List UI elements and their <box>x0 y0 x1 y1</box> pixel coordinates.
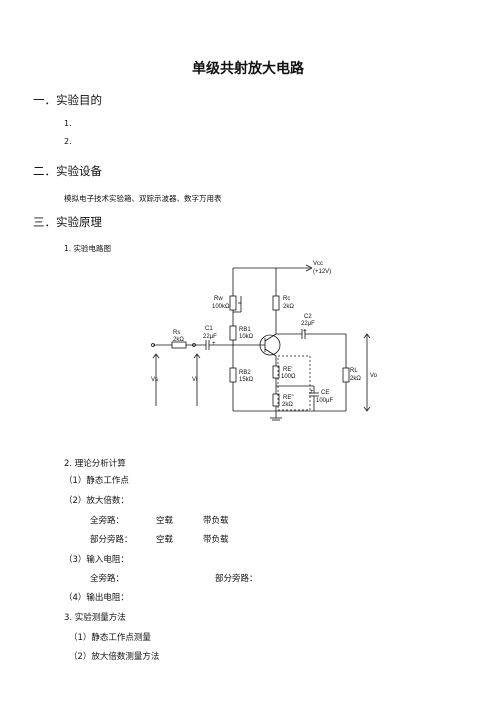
analysis-q3: （3）输入电阻： <box>64 555 129 565</box>
ce-value: 100μF <box>316 398 333 404</box>
measurement-m2: （2）放大倍数测量方法 <box>69 652 160 662</box>
rc-value: 2kΩ <box>283 304 294 310</box>
c2-value: 22μF <box>301 321 315 327</box>
with-load-label: 带负载 <box>203 516 229 526</box>
vs-label: Vs <box>151 377 158 383</box>
measurement-heading: 3. 实验测量方法 <box>64 613 126 623</box>
rs-label: Rs <box>173 330 180 336</box>
re1-value: 100Ω <box>281 374 296 380</box>
rc-label: Rc <box>283 296 290 302</box>
vcc-value: (+12V) <box>313 269 331 275</box>
full-bypass-label: 全旁路： <box>90 516 125 526</box>
c1-label: C1 <box>205 326 213 332</box>
partial-bypass-label: 部分旁路： <box>90 535 133 545</box>
ce-plus: + <box>310 389 314 395</box>
vcc-label: Vcc <box>313 261 323 267</box>
c1-value: 22μF <box>203 334 217 340</box>
with-load-label: 带负载 <box>203 535 229 545</box>
list-item: 1. <box>64 119 72 128</box>
vo-label: Vo <box>370 373 378 379</box>
rb1-value: 10kΩ <box>239 334 254 340</box>
analysis-q2: （2）放大倍数： <box>64 496 129 506</box>
c2-plus: + <box>303 329 307 335</box>
re2-value: 2kΩ <box>282 402 293 408</box>
rs-value: 2kΩ <box>173 337 184 343</box>
section-heading-principle: 三．实验原理 <box>33 215 102 229</box>
rb2-label: RB2 <box>239 370 251 376</box>
no-load-label: 空载 <box>156 535 174 545</box>
analysis-q4: （4）输出电阻： <box>64 593 129 603</box>
equipment-text: 模拟电子技术实验箱、双踪示波器、数字万用表 <box>64 194 222 203</box>
c1-plus: + <box>212 341 216 347</box>
analysis-q1: （1）静态工作点 <box>64 476 129 486</box>
rl-label: RL <box>350 368 358 374</box>
section-heading-equipment: 二．实验设备 <box>33 164 102 178</box>
re2-label: RE'' <box>283 395 294 401</box>
rb2-value: 15kΩ <box>239 377 254 383</box>
page-title: 单级共射放大电路 <box>192 61 304 77</box>
no-load-label: 空载 <box>156 516 174 526</box>
ce-label: CE <box>321 390 329 396</box>
section-heading-purpose: 一．实验目的 <box>33 93 102 107</box>
full-bypass-label: 全旁路： <box>90 574 125 584</box>
vi-label: Vi <box>192 377 197 383</box>
partial-bypass-label: 部分旁路： <box>215 574 258 584</box>
measurement-m1: （1）静态工作点测量 <box>69 633 151 643</box>
rb1-label: RB1 <box>239 327 251 333</box>
rl-value: 2kΩ <box>350 376 361 382</box>
subheading-circuit: 1. 实验电路图 <box>64 244 112 253</box>
list-item: 2. <box>64 137 72 146</box>
rw-value: 100kΩ <box>212 304 230 310</box>
rw-label: Rw <box>214 296 223 302</box>
c2-label: C2 <box>304 314 312 320</box>
analysis-heading: 2. 理论分析计算 <box>64 459 126 469</box>
re1-label: RE' <box>283 367 292 373</box>
